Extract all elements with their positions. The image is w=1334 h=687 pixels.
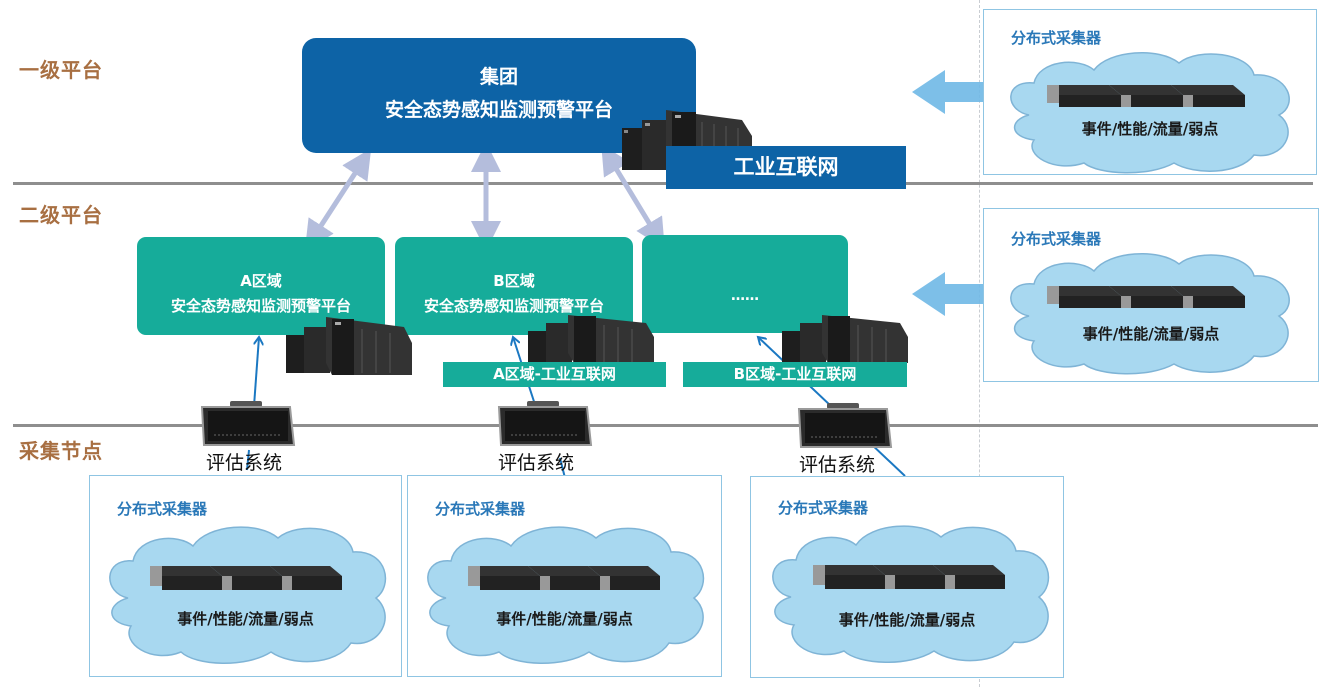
group-platform-line1: 集团 xyxy=(479,66,518,88)
server-rack-icon xyxy=(528,315,654,363)
region-b-box[interactable]: B区域 安全态势感知监测预警平台 xyxy=(395,237,633,335)
group-network-label: 工业互联网 xyxy=(666,146,906,189)
link-eval-b-down xyxy=(559,457,566,479)
collector-content: 事件/性能/流量/弱点 xyxy=(838,611,976,629)
arrow-collector-to-regions xyxy=(912,272,983,316)
server-unit-icons xyxy=(1047,286,1245,308)
region-a-box[interactable]: A区域 安全态势感知监测预警平台 xyxy=(137,237,385,335)
group-platform-line2: 安全态势感知监测预警平台 xyxy=(384,99,613,121)
region-more-box[interactable]: …… xyxy=(642,235,848,333)
collector-content: 事件/性能/流量/弱点 xyxy=(1081,120,1219,138)
server-rack-icon xyxy=(782,315,908,363)
server-unit-icons xyxy=(1047,85,1245,107)
cloud-icon xyxy=(427,526,705,664)
link-group-region-more xyxy=(601,144,665,249)
region-b-line1: B区域 xyxy=(493,272,535,290)
vertical-separator xyxy=(979,0,980,687)
cloud-icon xyxy=(772,525,1050,663)
region-more-line1 xyxy=(642,268,848,286)
collector-bottom-a[interactable]: 分布式采集器 事件/性能/流量/弱点 xyxy=(89,475,402,677)
collector-content: 事件/性能/流量/弱点 xyxy=(496,610,633,628)
region-more-line2: …… xyxy=(731,288,759,304)
tier-divider-2 xyxy=(13,424,1318,427)
collector-content: 事件/性能/流量/弱点 xyxy=(1082,325,1220,343)
evaluation-system-label-a: 评估系统 xyxy=(206,452,283,474)
region-b-line2: 安全态势感知监测预警平台 xyxy=(423,297,604,315)
cloud-icon xyxy=(1010,52,1290,174)
region-a-line2: 安全态势感知监测预警平台 xyxy=(170,297,351,315)
tier-label-level2: 二级平台 xyxy=(19,203,103,227)
evaluation-case-icon xyxy=(797,403,893,448)
cloud-icon xyxy=(109,526,387,664)
collector-bottom-b[interactable]: 分布式采集器 事件/性能/流量/弱点 xyxy=(407,475,722,677)
collector-mid-right[interactable]: 分布式采集器 事件/性能/流量/弱点 xyxy=(983,208,1319,382)
evaluation-system-label-more: 评估系统 xyxy=(799,454,876,476)
collector-bottom-more[interactable]: 分布式采集器 事件/性能/流量/弱点 xyxy=(750,476,1064,678)
collector-title: 分布式采集器 xyxy=(778,499,869,517)
collector-content: 事件/性能/流量/弱点 xyxy=(177,610,314,628)
server-rack-icon xyxy=(286,317,412,375)
evaluation-case-icon xyxy=(200,401,296,446)
tier-label-level1: 一级平台 xyxy=(19,58,103,82)
arrow-collector-to-group xyxy=(912,70,983,114)
link-eval-a-down xyxy=(246,449,250,471)
server-unit-icons xyxy=(813,565,1005,589)
region-b-network-label: B区域-工业互联网 xyxy=(683,362,907,387)
evaluation-system-label-b: 评估系统 xyxy=(498,452,575,474)
cloud-icon xyxy=(1010,253,1290,375)
server-unit-icons xyxy=(468,566,660,590)
link-group-region-a xyxy=(304,148,372,251)
server-unit-icons xyxy=(150,566,342,590)
collector-title: 分布式采集器 xyxy=(435,500,526,518)
collector-title: 分布式采集器 xyxy=(1011,29,1102,47)
collector-top-right[interactable]: 分布式采集器 事件/性能/流量/弱点 xyxy=(983,9,1317,175)
tier-label-collection: 采集节点 xyxy=(19,439,103,463)
region-a-network-label: A区域-工业互联网 xyxy=(443,362,666,387)
collector-title: 分布式采集器 xyxy=(1011,230,1102,248)
region-a-line1: A区域 xyxy=(240,272,282,290)
evaluation-case-icon xyxy=(497,401,593,446)
collector-title: 分布式采集器 xyxy=(117,500,208,518)
